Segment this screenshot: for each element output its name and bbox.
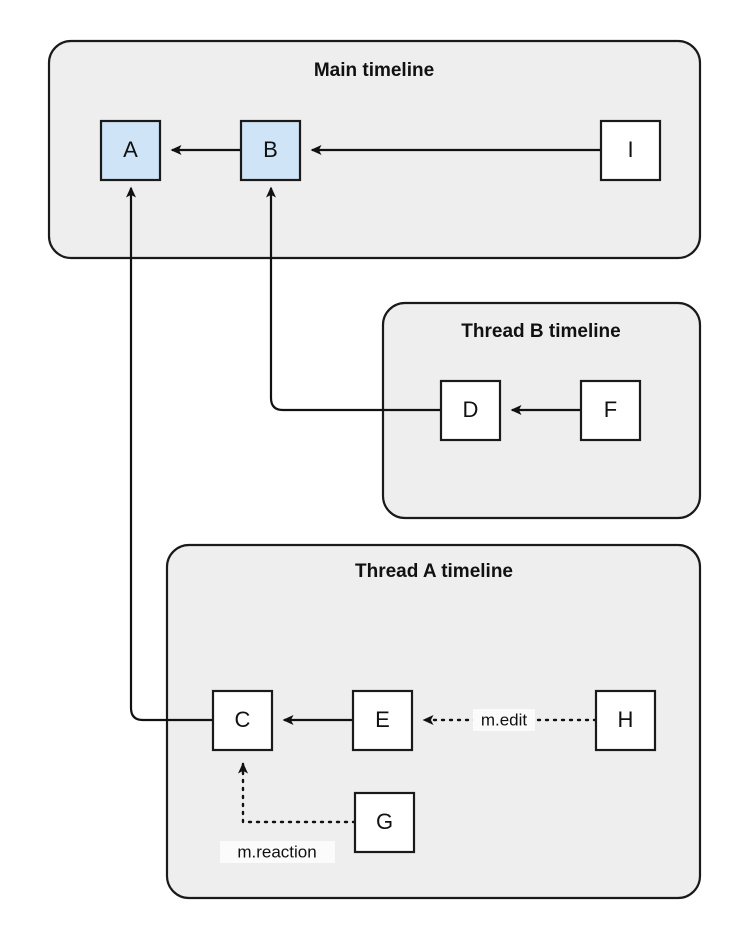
node-b-box[interactable] <box>239 119 302 182</box>
node-g-box[interactable] <box>353 791 416 854</box>
edge-c-to-a <box>126 186 213 722</box>
node-g-label: G <box>376 809 393 834</box>
node-b-label: B <box>263 137 278 162</box>
node-c-box[interactable] <box>211 689 274 752</box>
node-f-box[interactable] <box>579 379 642 442</box>
node-i-box[interactable] <box>599 119 662 182</box>
edge-label-m-reaction: m.reaction <box>237 842 316 861</box>
node-b[interactable]: B <box>239 119 302 182</box>
edge-h-to-e: m.edit <box>422 709 598 731</box>
node-h-box[interactable] <box>594 689 657 752</box>
node-e-label: E <box>375 707 390 732</box>
node-g[interactable]: G <box>353 791 416 854</box>
node-d[interactable]: D <box>439 379 502 442</box>
node-f-label: F <box>604 397 617 422</box>
node-f[interactable]: F <box>579 379 642 442</box>
edge-label-m-edit: m.edit <box>481 710 528 729</box>
node-c-label: C <box>235 707 251 732</box>
node-e[interactable]: E <box>351 689 414 752</box>
group-thread-a-timeline: Thread A timeline <box>165 543 702 900</box>
node-i[interactable]: I <box>599 119 662 182</box>
node-h-label: H <box>618 707 634 732</box>
group-thread-a-timeline-box <box>165 543 702 900</box>
edge-g-to-c: m.reaction <box>220 762 357 863</box>
node-a-label: A <box>123 137 138 162</box>
node-a-box[interactable] <box>99 119 162 182</box>
node-h[interactable]: H <box>594 689 657 752</box>
edge-label-m-edit-background <box>473 709 535 731</box>
node-e-box[interactable] <box>351 689 414 752</box>
node-d-label: D <box>463 397 479 422</box>
node-d-box[interactable] <box>439 379 502 442</box>
edge-label-m-reaction-background <box>220 841 335 863</box>
edge-d-to-b <box>266 186 441 412</box>
group-thread-a-timeline-title: Thread A timeline <box>355 561 513 582</box>
node-a[interactable]: A <box>99 119 162 182</box>
node-i-label: I <box>627 137 633 162</box>
group-thread-b-timeline-title: Thread B timeline <box>461 321 620 342</box>
group-main-timeline-title: Main timeline <box>314 60 434 81</box>
node-c[interactable]: C <box>211 689 274 752</box>
